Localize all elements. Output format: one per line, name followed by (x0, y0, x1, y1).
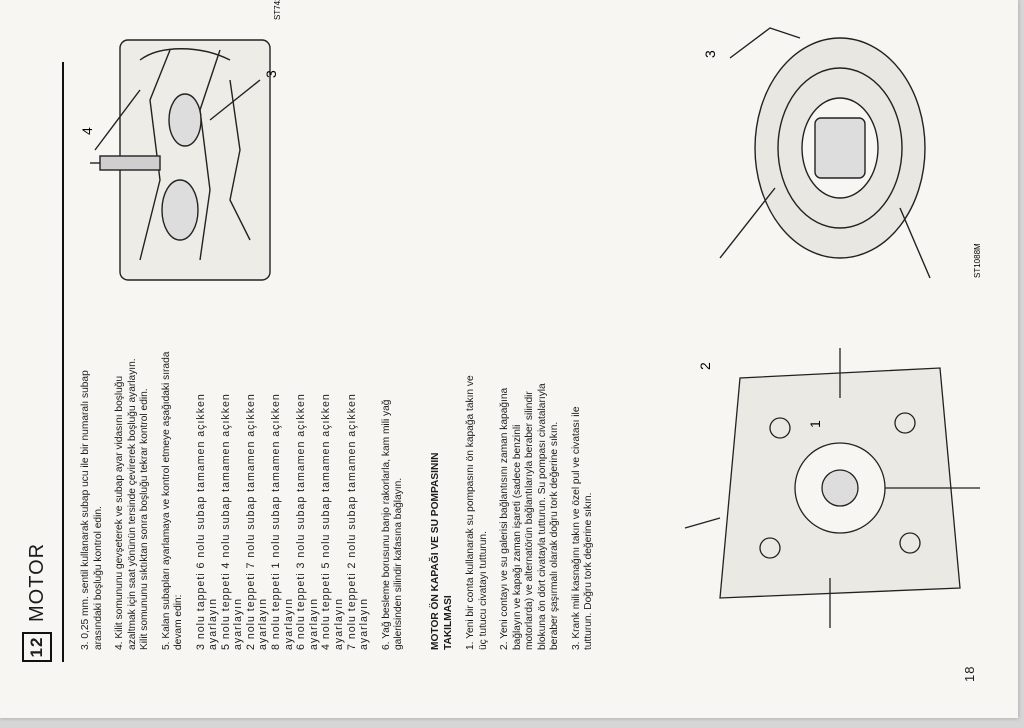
figure-label: 2 (697, 362, 713, 370)
list-item: 7 nolu teppeti 2 nolu subap tamamen açık… (345, 393, 371, 650)
figure-label: 4 (80, 127, 95, 135)
header-divider (62, 62, 64, 662)
section-heading-line-1: MOTOR ÖN KAPAĞI VE SU POMPASININ (430, 452, 441, 650)
list-item: 8 nolu teppeti 1 nolu subap tamamen açık… (270, 393, 295, 650)
install-step-3: 3. Krank mili kasnağını takın ve özel pu… (570, 406, 595, 651)
list-item: 2 nolu teppeti 7 nolu subap tamamen açık… (244, 393, 270, 650)
crankshaft-pulley-figure: 3 ST1088M (702, 27, 982, 279)
figure-label: 3 (263, 70, 279, 78)
step-3: 3. 0,25 mm. sentil kullanarak subap ucu … (80, 370, 104, 650)
tappet-sequence-list: 3 nolu tappeti 6 nolu subap tamamen açık… (195, 350, 371, 650)
front-cover-exploded-figure: 2 1 (684, 348, 980, 628)
list-item: 4 nolu teppeti 5 nolu subap tamamen açık… (320, 393, 346, 650)
figure-code: ST1088M (973, 243, 982, 278)
rocker-adjustment-figure: 4 3 ST742M (80, 0, 282, 281)
text-column-1: 3. 0,25 mm. sentil kullanarak subap ucu … (80, 350, 415, 650)
page-title: MOTOR (25, 542, 48, 622)
step-6: 6. Yağ besleme borusunu banjo rakorlarla… (380, 399, 405, 650)
figure-code: ST742M (273, 0, 282, 20)
list-item: 5 nolu teppeti 4 nolu subap tamamen açık… (219, 393, 245, 650)
list-item: 3 nolu tappeti 6 nolu subap tamamen açık… (194, 393, 220, 650)
step-4: 4. Kilit somununu gevşeterek ve subap ay… (114, 358, 150, 650)
install-step-1: 1. Yeni bir conta kullanarak su pompasın… (465, 375, 489, 650)
chapter-number: 12 (22, 632, 52, 662)
page-number: 18 (962, 665, 977, 682)
page-header: 12 MOTOR (22, 543, 52, 662)
text-column-2: MOTOR ÖN KAPAĞI VE SU POMPASININ TAKILMA… (430, 370, 605, 650)
install-step-2: 2. Yeni contayı ve su galerisi bağlantıs… (499, 383, 560, 650)
section-heading: MOTOR ÖN KAPAĞI VE SU POMPASININ TAKILMA… (430, 370, 455, 650)
list-item: 6 nolu teppeti 3 nolu subap tamamen açık… (295, 393, 320, 650)
section-heading-line-2: TAKILMASI (442, 595, 454, 650)
step-5: 5. Kalan subapları ayarlamaya ve kontrol… (160, 351, 185, 650)
figure-label: 3 (702, 50, 718, 58)
figure-label: 1 (807, 420, 823, 428)
